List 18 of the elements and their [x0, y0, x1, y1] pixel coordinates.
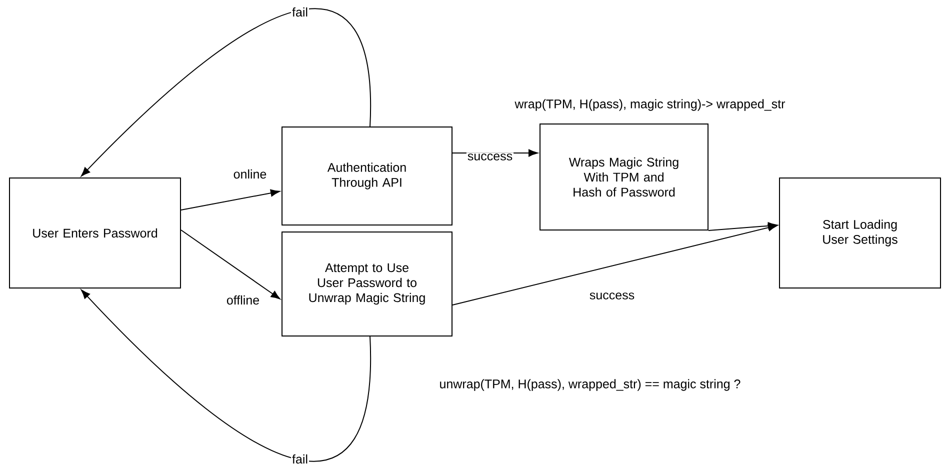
edge-label: success: [466, 152, 514, 162]
process-box: Wraps Magic String With TPM and Hash of Password: [540, 124, 708, 230]
edge-label: fail: [291, 6, 309, 18]
edge-label: success: [588, 292, 636, 300]
process-box: User Enters Password: [9, 178, 181, 288]
arrow: [80, 8, 370, 176]
edge-label: online: [232, 168, 268, 180]
process-box: Start Loading User Settings: [779, 178, 942, 288]
arrow: [180, 189, 280, 210]
edge-label: fail: [291, 453, 309, 465]
arrow: [452, 224, 778, 306]
process-box: Authentication Through API: [282, 126, 452, 226]
edge-label: offline: [225, 294, 261, 306]
arrow: [80, 290, 370, 462]
arrow: [180, 230, 280, 300]
process-box: Attempt to Use User Password to Unwrap Magic String: [282, 232, 452, 336]
note-text: wrap(TPM, H(pass), magic string)-> wrapped_str: [514, 99, 786, 111]
note-text: unwrap(TPM, H(pass), wrapped_str) == magic string ?: [440, 379, 740, 391]
